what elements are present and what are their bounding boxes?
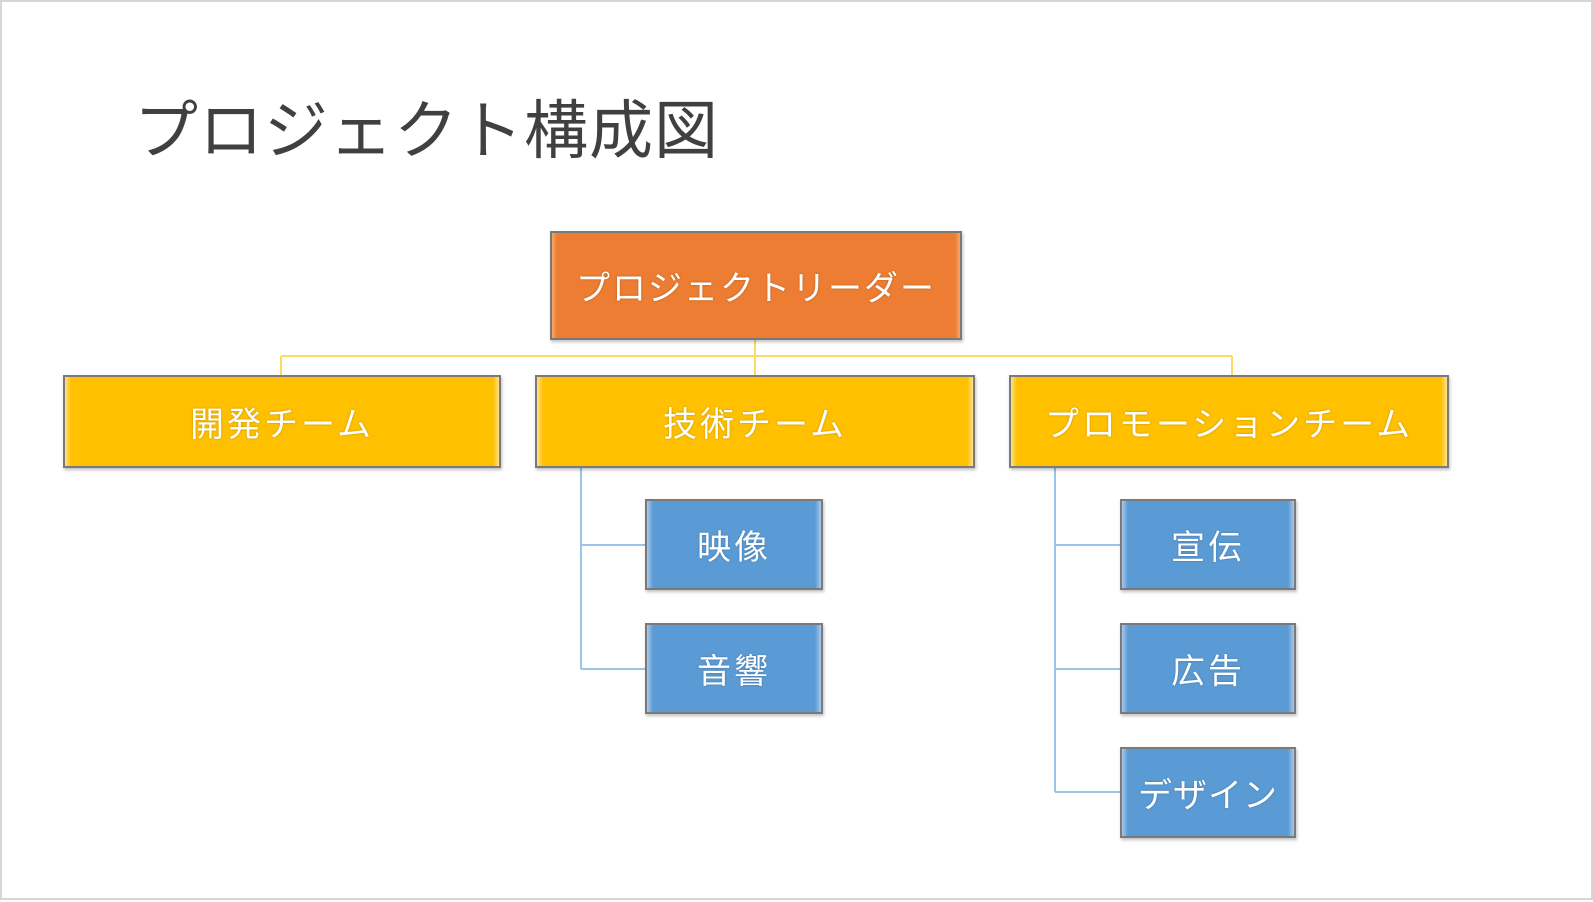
member-box-video[interactable]: 映像 — [645, 499, 823, 590]
team-label: 開発チーム — [190, 405, 374, 445]
slide-title: プロジェクト構成図 — [134, 95, 719, 169]
leader-label: プロジェクトリーダー — [576, 269, 936, 309]
team-label: 技術チーム — [663, 405, 847, 445]
team-box-technology[interactable]: 技術チーム — [535, 375, 975, 468]
team-label: プロモーションチーム — [1044, 405, 1414, 445]
member-label: 音響 — [697, 652, 771, 692]
team-box-promotion[interactable]: プロモーションチーム — [1009, 375, 1449, 468]
member-box-advertising[interactable]: 広告 — [1120, 623, 1296, 714]
member-box-audio[interactable]: 音響 — [645, 623, 823, 714]
member-label: デザイン — [1138, 776, 1278, 816]
member-label: 映像 — [697, 528, 771, 568]
team-box-development[interactable]: 開発チーム — [63, 375, 501, 468]
leader-box[interactable]: プロジェクトリーダー — [550, 231, 962, 340]
member-box-publicity[interactable]: 宣伝 — [1120, 499, 1296, 590]
member-box-design[interactable]: デザイン — [1120, 747, 1296, 838]
member-label: 広告 — [1171, 652, 1245, 692]
member-label: 宣伝 — [1171, 528, 1245, 568]
